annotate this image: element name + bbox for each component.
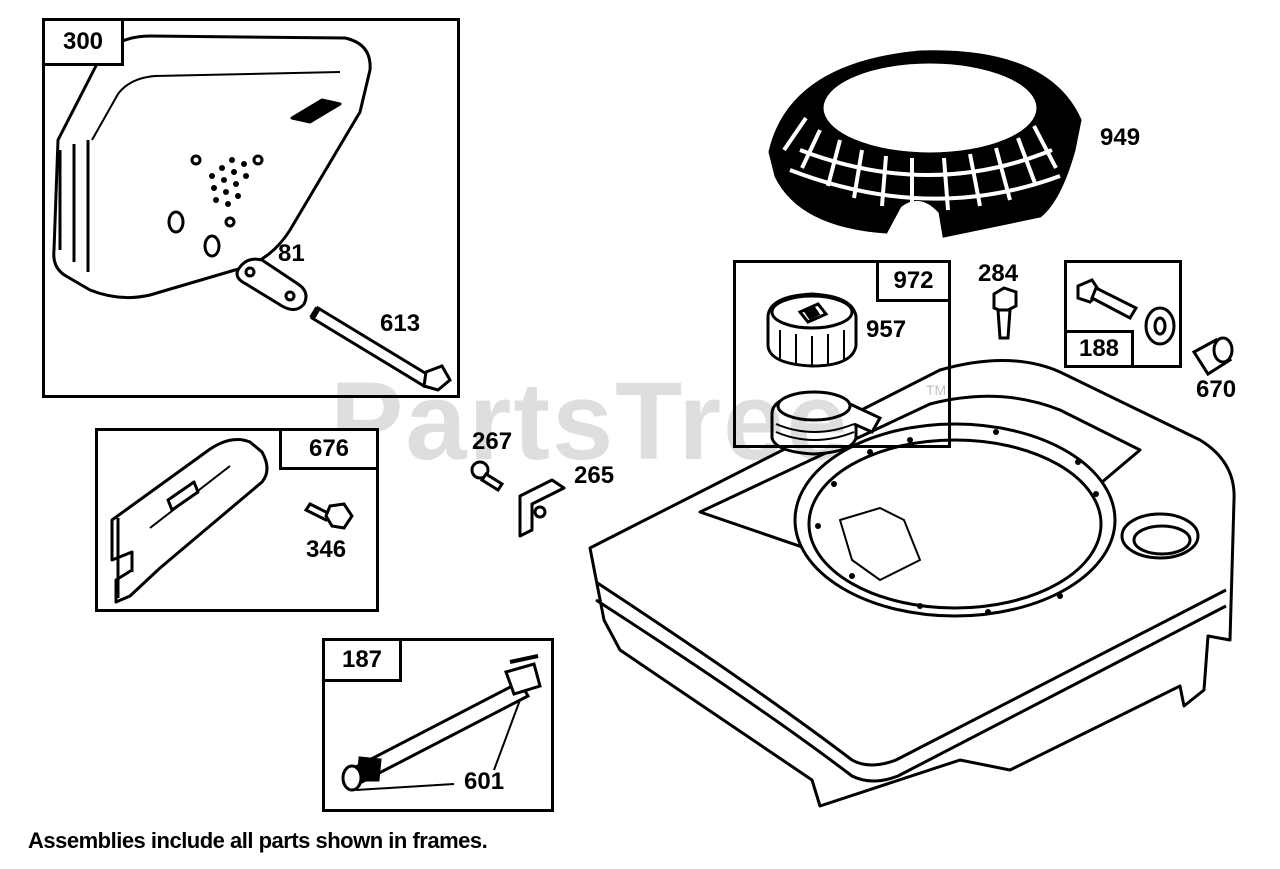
frame-300 xyxy=(42,18,460,398)
fuel-cap-drawing xyxy=(766,292,858,368)
part-label-601[interactable]: 601 xyxy=(464,768,505,795)
bolt-613-drawing xyxy=(309,305,452,392)
cover-drawing xyxy=(110,438,269,604)
frame-label-972[interactable]: 972 xyxy=(876,260,951,302)
screw-346-drawing xyxy=(303,502,354,530)
bolt-188-drawing xyxy=(1076,278,1176,346)
fuel-line-drawing xyxy=(341,654,542,792)
part-label-81[interactable]: 81 xyxy=(278,240,305,267)
rotating-screen-drawing xyxy=(768,50,1082,238)
screw-284-drawing xyxy=(992,286,1018,340)
watermark-trademark: TM xyxy=(926,382,947,398)
frame-187 xyxy=(322,638,554,812)
part-label-284[interactable]: 284 xyxy=(978,260,1019,287)
frame-label-676[interactable]: 676 xyxy=(279,428,379,470)
frame-label-188[interactable]: 188 xyxy=(1064,330,1134,368)
filler-neck-drawing xyxy=(770,390,883,456)
muffler-drawing xyxy=(52,34,372,300)
frame-label-187[interactable]: 187 xyxy=(322,638,402,682)
frame-label-300[interactable]: 300 xyxy=(42,18,124,66)
part-label-346[interactable]: 346 xyxy=(306,536,347,563)
part-label-265[interactable]: 265 xyxy=(574,462,615,489)
part-label-670[interactable]: 670 xyxy=(1196,376,1237,403)
clip-265-drawing xyxy=(518,478,566,538)
assemblies-note: Assemblies include all parts shown in fr… xyxy=(28,828,488,853)
part-label-267[interactable]: 267 xyxy=(472,428,513,455)
spacer-670-drawing xyxy=(1191,336,1234,377)
fuel-tank-drawing xyxy=(588,359,1236,808)
screw-267-drawing xyxy=(470,460,505,493)
gasket-drawing xyxy=(235,257,308,311)
watermark: PartsTree xyxy=(330,360,850,483)
part-label-957[interactable]: 957 xyxy=(866,316,907,343)
part-label-613[interactable]: 613 xyxy=(380,310,421,337)
part-label-949[interactable]: 949 xyxy=(1100,124,1141,151)
frame-676 xyxy=(95,428,379,612)
frame-972 xyxy=(733,260,951,448)
